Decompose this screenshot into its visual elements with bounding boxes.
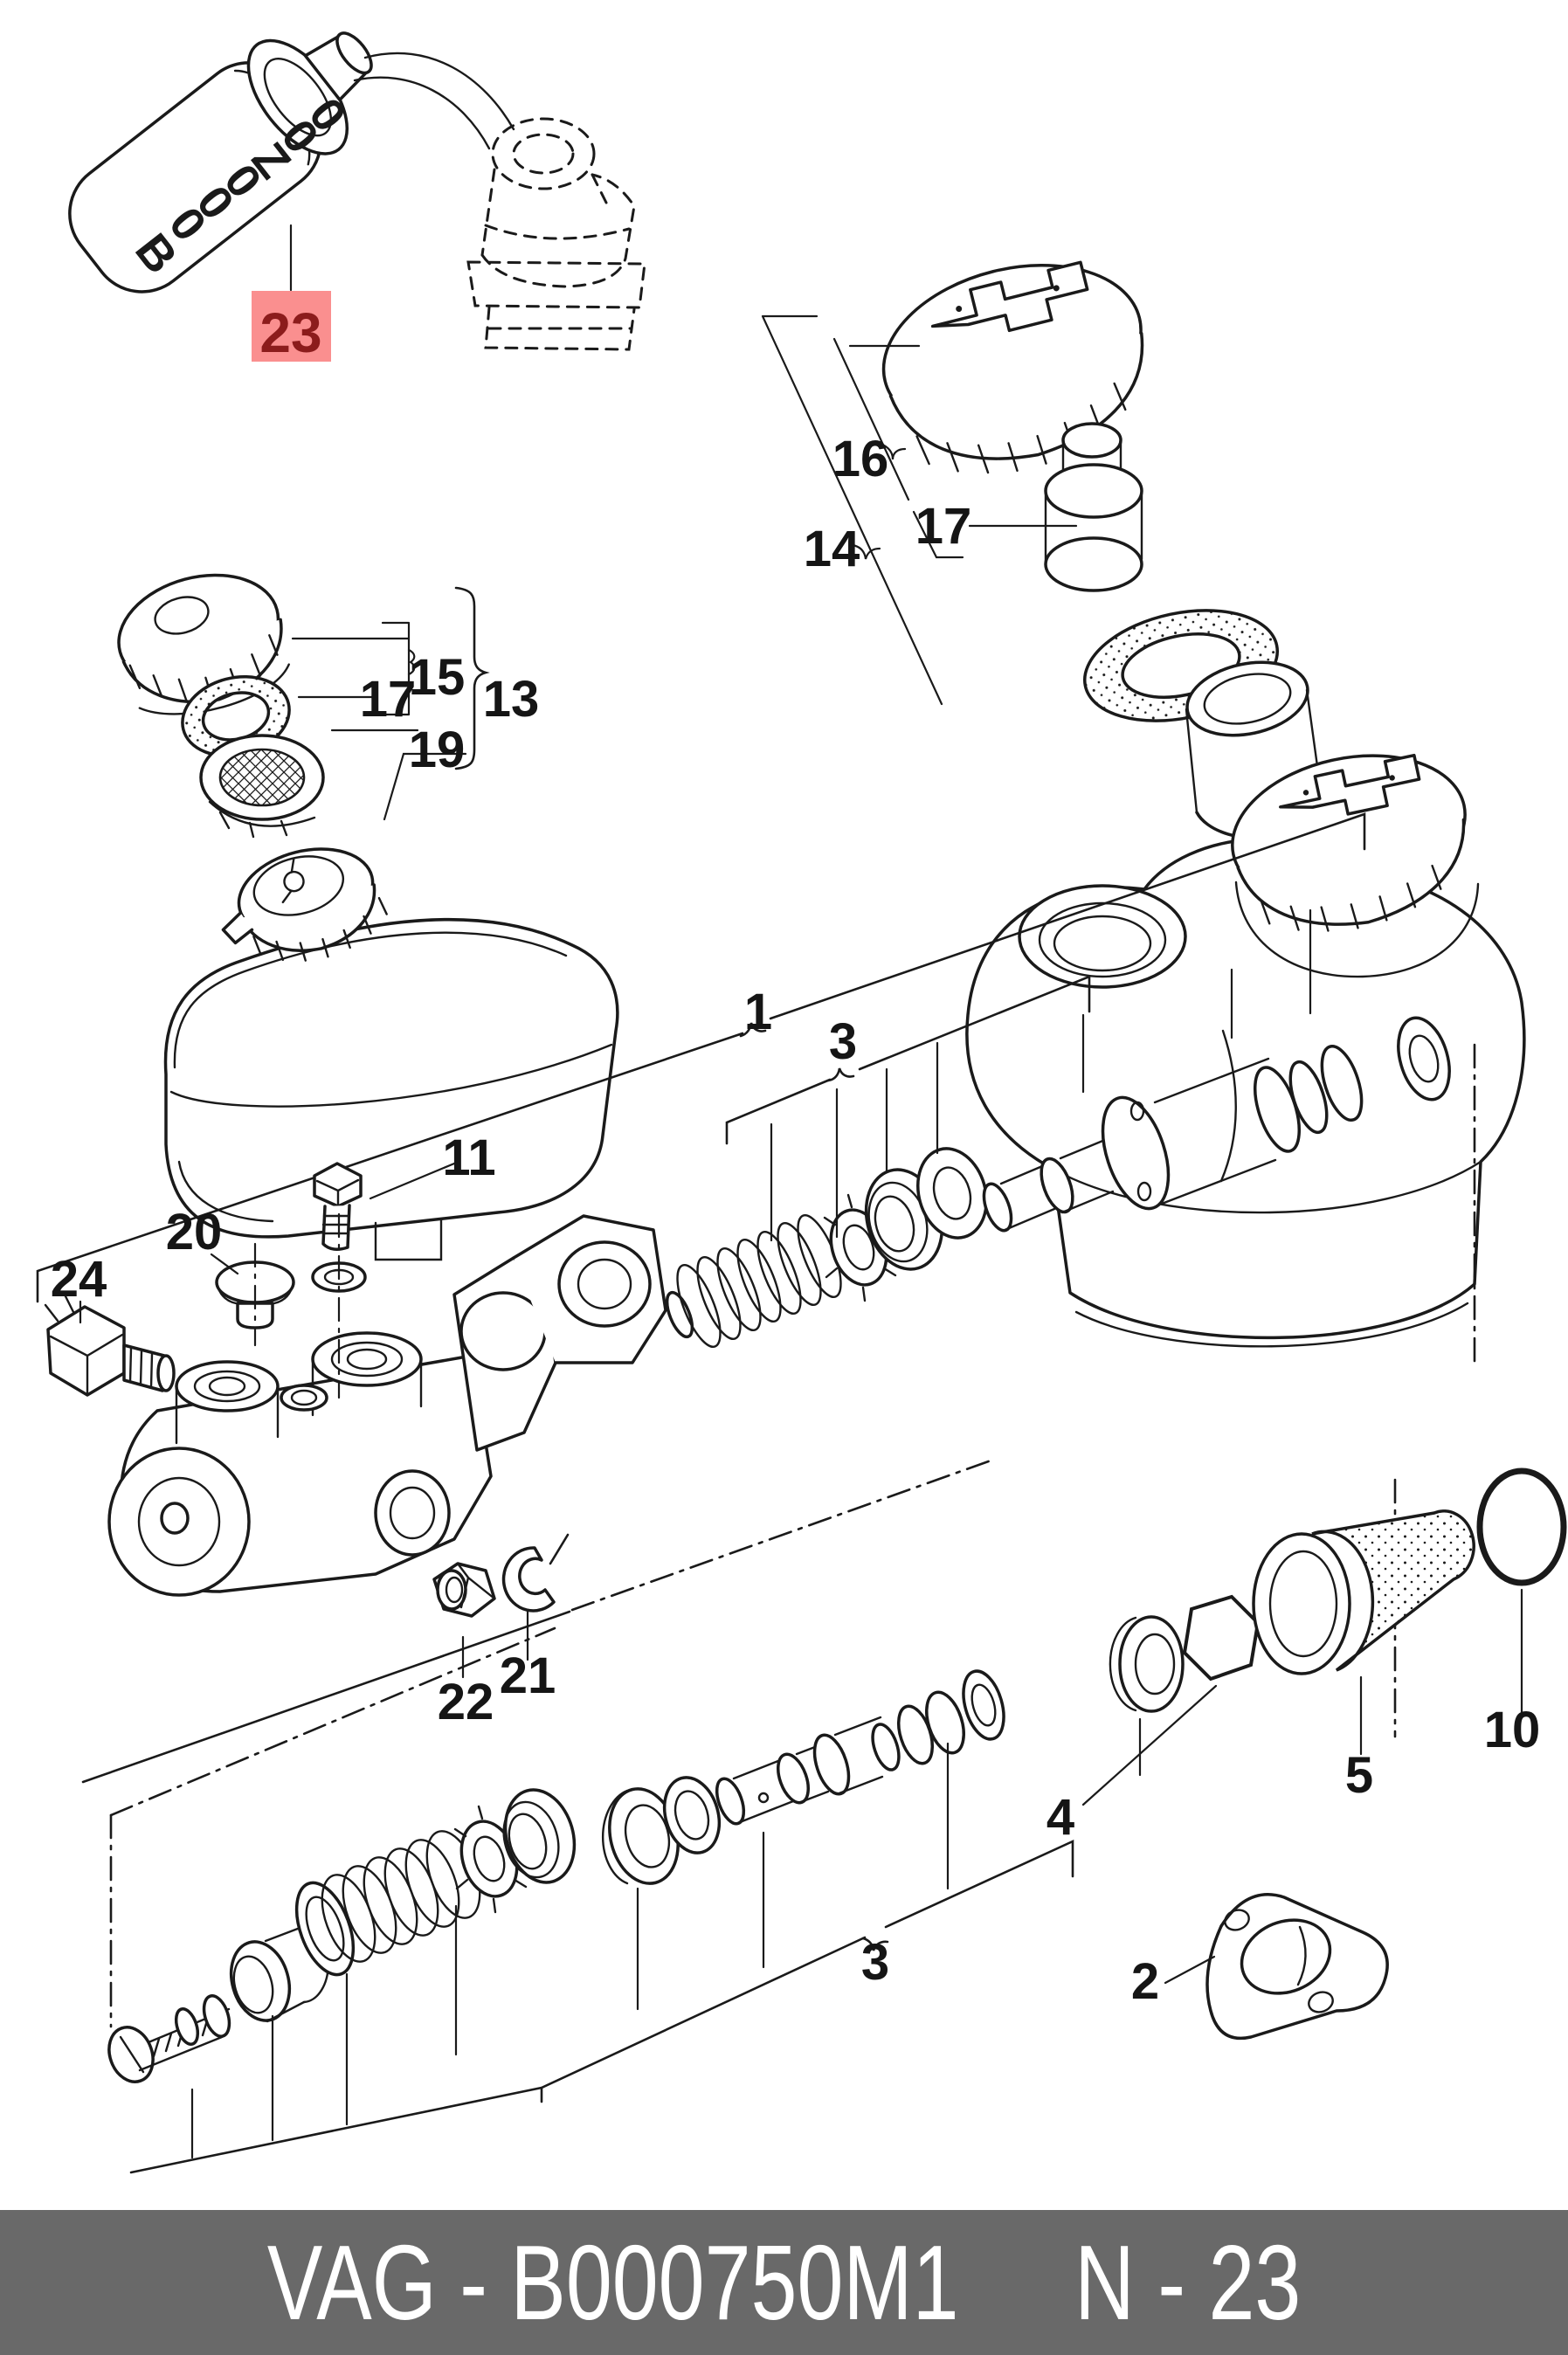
primary-washer — [916, 1147, 988, 1240]
callout-5: 5 — [1345, 1747, 1373, 1804]
left-reservoir-sensor-cap — [221, 847, 388, 962]
callout-23[interactable]: 23 — [259, 301, 321, 364]
secondary-bellows-spring — [294, 1830, 481, 1977]
primary-row-leaders — [770, 908, 1312, 1242]
flange-gasket-2 — [1164, 1893, 1389, 2041]
bleeder-bolt-11 — [311, 1162, 367, 1399]
secondary-row-leaders — [190, 1742, 950, 2159]
lock-clip-21 — [501, 1546, 556, 1613]
frame-lines — [36, 812, 1476, 2174]
footer-text: VAG - B000750M1 N - 23 — [267, 2221, 1301, 2344]
mount-nut-22 — [432, 1562, 496, 1618]
callout-22: 22 — [438, 1674, 494, 1730]
callout-24: 24 — [51, 1251, 107, 1308]
callout-17-right: 17 — [915, 498, 972, 555]
callout-2: 2 — [1131, 1953, 1159, 2010]
bracket-15-13 — [291, 586, 490, 821]
small-leaders — [79, 1162, 529, 1679]
hex-plug-4 — [1081, 1594, 1261, 1806]
reservoir-ghost-outline — [466, 117, 646, 351]
bracket-16-14 — [761, 314, 1078, 706]
left-reservoir — [163, 918, 619, 1261]
footer-page-number: N - 23 — [1074, 2223, 1302, 2342]
strainer-19 — [199, 734, 325, 839]
secondary-star-washer — [453, 1805, 528, 1914]
warning-switch-24 — [44, 1293, 176, 1397]
o-ring-10 — [1476, 1468, 1567, 1718]
callout-15: 15 — [409, 649, 466, 706]
callout-20: 20 — [166, 1204, 223, 1260]
callout-16: 16 — [832, 431, 889, 487]
right-reservoir — [965, 837, 1526, 1348]
footer-part-number: VAG - B000750M1 — [266, 2223, 959, 2342]
reservoir-cap-exploded — [881, 260, 1144, 474]
end-seal-ring — [1109, 1615, 1185, 1777]
master-cylinder-body — [107, 1214, 667, 1597]
callout-1: 1 — [744, 984, 772, 1040]
callout-13: 13 — [483, 671, 540, 728]
secondary-seal-2 — [601, 1787, 680, 1885]
callout-17-left: 17 — [360, 671, 417, 728]
secondary-cup-seal — [502, 1788, 577, 1884]
footer-bar: VAG - B000750M1 N - 23 — [0, 2210, 1568, 2355]
secondary-washer — [662, 1776, 722, 1854]
callout-10: 10 — [1484, 1702, 1541, 1758]
callout-19: 19 — [409, 722, 466, 778]
callout-3-upper: 3 — [829, 1013, 857, 1070]
callout-3-lower: 3 — [861, 1934, 889, 1991]
secondary-piston — [715, 1669, 1005, 1826]
callout-labels: 16 17 14 15 17 19 13 1 3 11 20 24 22 21 … — [51, 431, 1541, 2010]
callout-21: 21 — [500, 1647, 556, 1704]
callout-11: 11 — [442, 1129, 495, 1186]
reservoir-float — [1044, 422, 1143, 592]
secondary-screw — [107, 1994, 231, 2083]
primary-spring — [665, 1214, 842, 1348]
diagram-canvas: B000Z00 23 — [36, 31, 1567, 2174]
callout-23-highlight-box[interactable] — [252, 291, 331, 362]
boot-5 — [1252, 1509, 1475, 1756]
stop-screw-seal-20 — [215, 1242, 295, 1347]
primary-piston — [982, 1016, 1451, 1233]
callout-14: 14 — [804, 521, 860, 577]
pour-stream — [353, 52, 515, 150]
right-reservoir-cap — [1231, 753, 1467, 932]
brake-fluid-bottle: B000Z00 — [68, 31, 373, 294]
callout-4: 4 — [1046, 1789, 1074, 1846]
